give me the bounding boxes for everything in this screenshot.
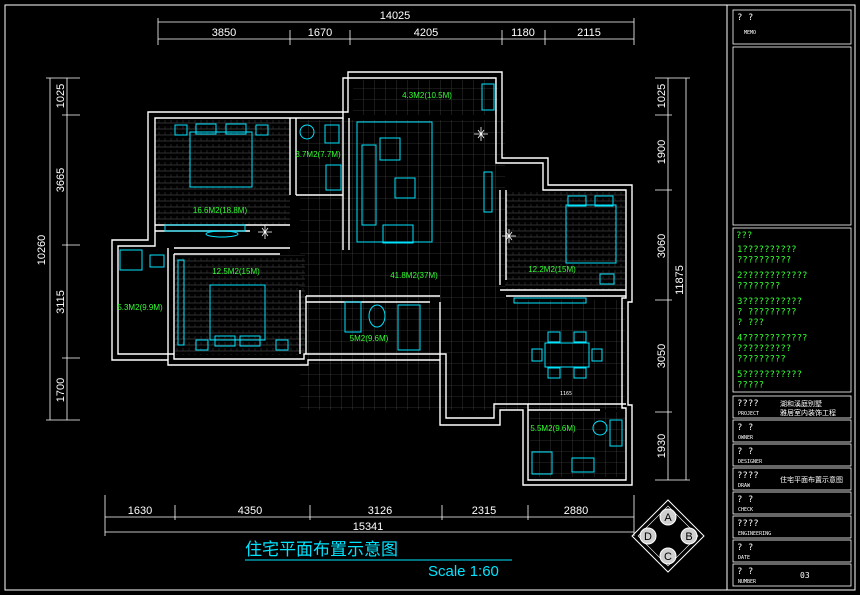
title-row-sub: OWNER	[738, 435, 754, 441]
title-row-box	[732, 539, 852, 563]
dim-right-4: 3050	[656, 344, 668, 368]
title-row-value: 湖和溪庭别墅	[780, 399, 822, 408]
title-row-head: ? ?	[737, 543, 753, 553]
area-bedroom-right: 12.2M2(15M)	[528, 265, 576, 274]
notes-header: ???	[736, 231, 752, 241]
area-bath: 5M2(9.6M)	[350, 334, 389, 343]
area-living: 41.8M2(37M)	[390, 271, 438, 280]
dim-top-total: 14025	[380, 10, 411, 22]
dim-left-1: 1025	[55, 84, 67, 108]
dim-right-1: 1025	[656, 84, 668, 108]
notes-box	[732, 227, 852, 393]
dim-bottom-2: 4350	[238, 505, 262, 517]
note-line: ?????	[737, 381, 764, 391]
title-row-box	[732, 419, 852, 443]
top-dimensions: 14025 3850 1670 4205 1180 2115	[157, 10, 635, 45]
title-row-box	[732, 443, 852, 467]
title-row-sub: DRAW	[738, 483, 751, 489]
memo-header: ? ?	[737, 13, 753, 23]
dim-top-5: 2115	[577, 27, 601, 39]
title-row-head: ? ?	[737, 447, 753, 457]
left-dimensions: 10260 1025 3665 3115 1700	[36, 77, 80, 421]
dim-left-4: 1700	[55, 378, 67, 402]
dim-bottom-4: 2315	[472, 505, 496, 517]
note-line: 2????????????	[737, 271, 807, 281]
area-master-bath: 3.7M2(7.7M)	[295, 150, 341, 159]
note-line: ??????????	[737, 256, 791, 266]
note-line: ? ???	[737, 318, 764, 328]
title-block-frame	[726, 4, 856, 591]
dim-bottom-3: 3126	[368, 505, 392, 517]
title-row-box	[732, 563, 852, 587]
right-dimensions: 1025 1900 3060 3050 1930 11875	[655, 77, 690, 481]
title-row-head: ? ?	[737, 423, 753, 433]
bottom-dimensions: 1630 4350 3126 2315 2880 15341	[104, 495, 635, 536]
note-line: 3???????????	[737, 297, 802, 307]
note-line: ? ?????????	[737, 308, 797, 318]
floor-fills	[155, 80, 625, 477]
dim-bottom-1: 1630	[128, 505, 152, 517]
compass-b: B	[685, 531, 692, 543]
dim-left-2: 3665	[55, 168, 67, 192]
title-row-sub: NUMBER	[738, 579, 757, 585]
plant-icons	[258, 127, 516, 243]
memo-sub: MEMO	[744, 30, 756, 36]
notes-list: 1?????????? ?????????? 2???????????? ????…	[737, 245, 807, 391]
title-row-head: ????	[737, 399, 759, 409]
note-line: 4????????????	[737, 334, 807, 344]
title-row-sub: PROJECT	[738, 411, 759, 417]
dim-right-2: 1900	[656, 140, 668, 164]
dim-top-4: 1180	[511, 27, 535, 39]
walls	[111, 71, 633, 486]
title-row-value: 03	[800, 571, 810, 580]
dim-right-5: 1930	[656, 434, 668, 458]
compass-a: A	[664, 512, 672, 524]
title-row-box	[732, 491, 852, 515]
title-row-head: ? ?	[737, 567, 753, 577]
title-row-head: ????	[737, 519, 759, 529]
note-line: 1??????????	[737, 245, 797, 255]
title-row-box	[732, 395, 852, 419]
title-row-sub: ENGINEERING	[738, 531, 771, 537]
title-row-value: 住宅平面布置示意图	[780, 475, 843, 484]
title-row-sub: DATE	[738, 555, 750, 561]
note-line: ??????????	[737, 344, 791, 354]
dim-top-1: 3850	[212, 27, 236, 39]
dim-top-2: 1670	[308, 27, 332, 39]
area-kitchen: 5.5M2(9.6M)	[530, 424, 576, 433]
dim-bottom-5: 2880	[564, 505, 588, 517]
title-row-value2: 雅居室内装饰工程	[780, 408, 836, 417]
dim-left-total: 10260	[36, 235, 48, 266]
dim-left-3: 3115	[55, 290, 67, 314]
title-row-box	[732, 467, 852, 491]
dim-bottom-total: 15341	[353, 521, 384, 533]
compass-d: D	[644, 531, 652, 543]
title-row-head: ? ?	[737, 495, 753, 505]
compass-c: C	[664, 551, 672, 563]
room-area-labels: 4.3M2(10.5M) 16.6M2(18.8M) 3.7M2(7.7M) 4…	[117, 91, 576, 433]
area-balcony: 4.3M2(10.5M)	[402, 91, 452, 100]
dining-label: 1165	[560, 391, 572, 397]
note-line: 5???????????	[737, 370, 802, 380]
note-line: ????????	[737, 282, 780, 292]
title-block: ? ? MEMO ??? 1?????????? ?????????? 2????…	[732, 9, 852, 587]
dim-right-3: 3060	[656, 234, 668, 258]
note-line: ?????????	[737, 355, 786, 365]
area-master-bedroom: 16.6M2(18.8M)	[193, 206, 248, 215]
area-study: 5.3M2(9.9M)	[117, 303, 163, 312]
title-row-head: ????	[737, 471, 759, 481]
title-row-sub: CHECK	[738, 507, 753, 513]
dim-top-3: 4205	[414, 27, 438, 39]
title-row-sub: DESIGNER	[738, 459, 763, 465]
compass-icon: A B C D	[631, 499, 705, 573]
title-row-box	[732, 515, 852, 539]
memo-box	[732, 46, 852, 226]
fixtures	[119, 83, 623, 475]
area-bedroom-left: 12.5M2(15M)	[212, 267, 260, 276]
dim-right-total: 11875	[674, 265, 686, 295]
drawing-scale: Scale 1:60	[428, 563, 499, 580]
drawing-title: 住宅平面布置示意图	[245, 540, 398, 560]
